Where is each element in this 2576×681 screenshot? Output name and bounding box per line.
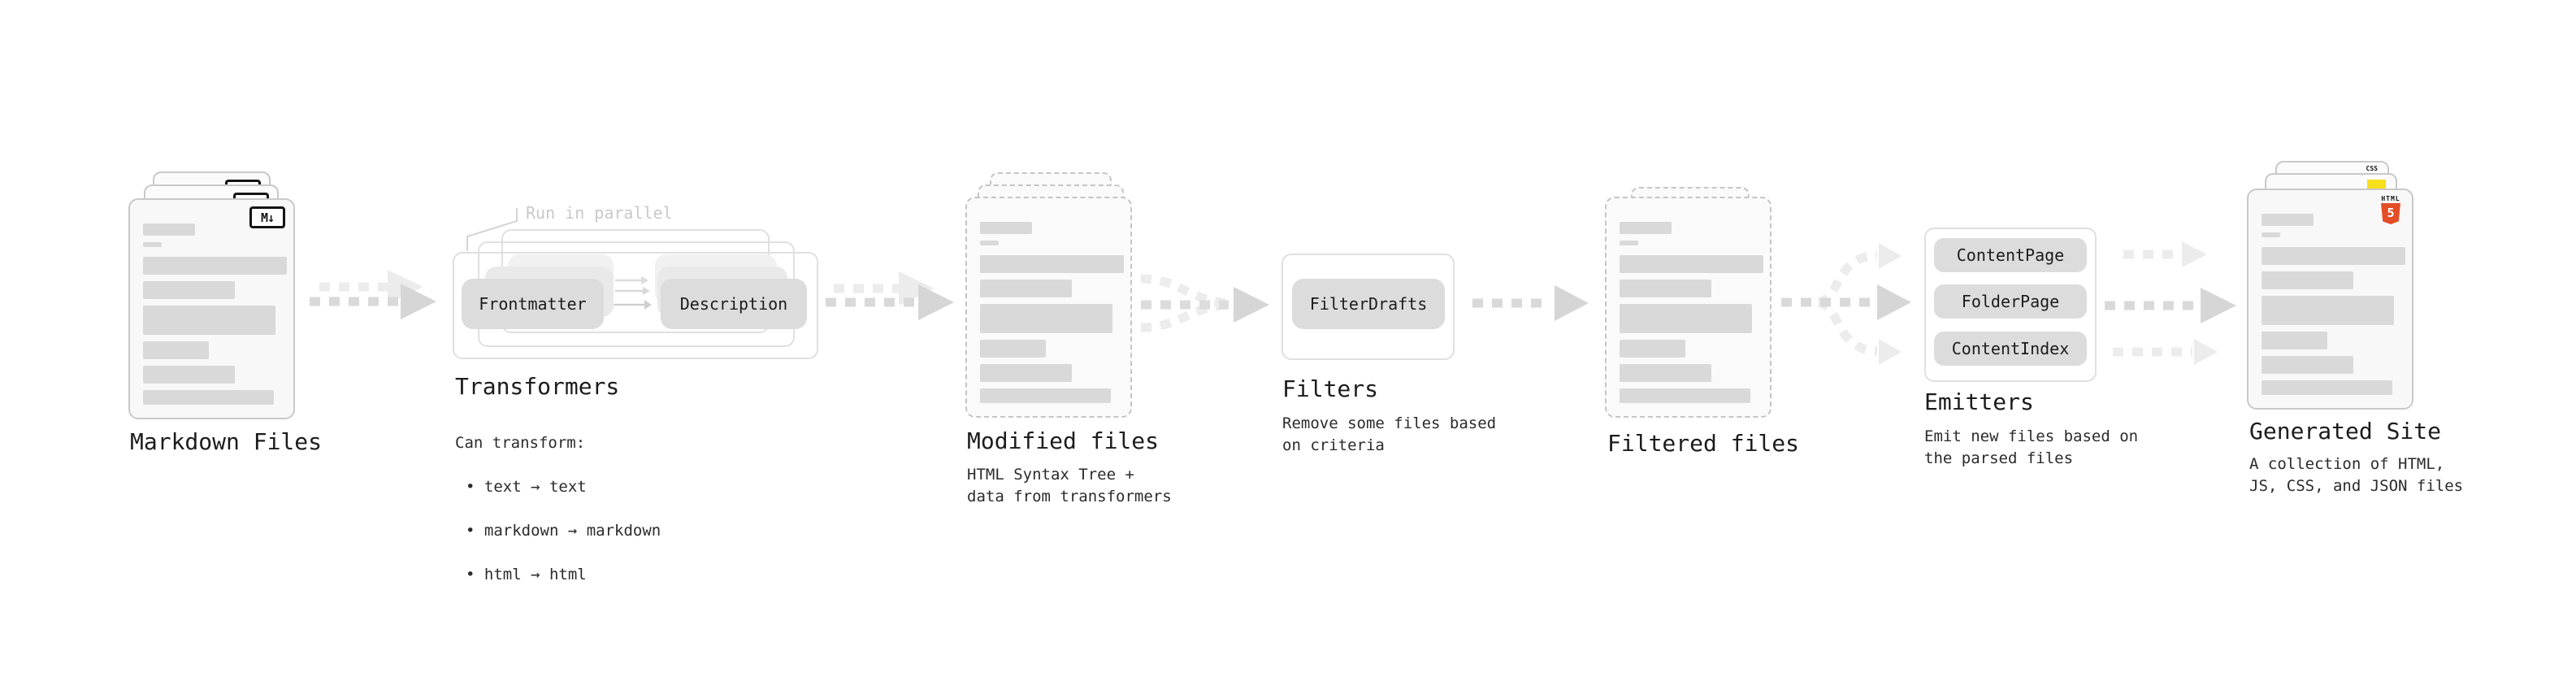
javascript-icon <box>2367 180 2386 189</box>
html5-icon: HTML 5 <box>2380 196 2401 224</box>
transform-bullet: • text → text <box>466 478 587 496</box>
text-line-placeholder <box>143 366 236 384</box>
arrow-filters-to-filtered <box>1472 285 1589 321</box>
filters-title: Filters <box>1282 375 1379 402</box>
arrow-transformers-to-modified-secondary <box>834 271 935 306</box>
can-transform-heading: Can transform: <box>455 434 586 452</box>
filters-box <box>1281 254 1455 360</box>
text-line-placeholder <box>143 257 287 275</box>
document-content-placeholder <box>2249 190 2412 395</box>
filtered-file-card <box>1605 197 1772 418</box>
filters-subtitle: Remove some files based on criteria <box>1282 414 1497 454</box>
text-line-placeholder <box>1620 222 1672 234</box>
text-line-placeholder <box>980 364 1073 382</box>
text-line-placeholder <box>1620 255 1763 273</box>
emitter-pill-content-index: ContentIndex <box>1934 332 2087 366</box>
arrow-modified-to-filters-merge <box>1140 274 1269 332</box>
document-content-placeholder <box>130 200 293 405</box>
text-line-placeholder <box>143 341 210 359</box>
markdown-file-card: M↓ <box>128 198 295 419</box>
arrow-markdown-to-transformers <box>310 284 436 319</box>
modified-file-card <box>965 197 1132 418</box>
text-line-placeholder <box>2262 232 2280 237</box>
arrow-filtered-to-emitters-fork <box>1781 243 1911 365</box>
arrow-emitters-to-site-bottom <box>2113 339 2218 365</box>
text-line-placeholder <box>980 255 1124 273</box>
text-line-placeholder <box>2262 271 2354 289</box>
text-line-placeholder <box>980 280 1073 297</box>
emitters-subtitle: Emit new files based on the parsed files <box>1924 427 2139 467</box>
arrow-transformers-to-modified <box>826 284 954 320</box>
transformer-internal-arrows <box>609 276 652 310</box>
generated-site-title: Generated Site <box>2249 418 2442 445</box>
text-line-placeholder <box>980 304 1112 333</box>
html5-icon-shield: 5 <box>2381 203 2400 224</box>
text-line-placeholder <box>980 222 1032 234</box>
emitter-pill-folder-page: FolderPage <box>1934 284 2087 319</box>
text-line-placeholder <box>2262 214 2314 226</box>
text-line-placeholder <box>1620 304 1752 333</box>
text-line-placeholder <box>2262 332 2328 349</box>
modified-files-subtitle: HTML Syntax Tree + data from transformer… <box>967 466 1172 505</box>
run-in-parallel-callout-line <box>466 208 518 251</box>
transform-bullet: • html → html <box>466 566 587 583</box>
text-line-placeholder <box>980 241 999 245</box>
document-content-placeholder <box>967 198 1130 403</box>
arrow-emitters-to-site <box>2105 288 2236 323</box>
text-line-placeholder <box>1620 280 1712 297</box>
emitters-box <box>1924 228 2097 382</box>
text-line-placeholder <box>2262 356 2354 374</box>
transformers-description: Can transform: • text → text • markdown … <box>455 410 661 608</box>
markdown-files-title: Markdown Files <box>130 428 323 455</box>
emitters-title: Emitters <box>1924 388 2034 415</box>
text-line-placeholder <box>143 223 195 236</box>
transform-bullet: • markdown → markdown <box>466 522 661 540</box>
html5-icon-word: HTML <box>2381 195 2400 202</box>
modified-files-title: Modified files <box>967 427 1160 454</box>
text-line-placeholder <box>980 388 1112 403</box>
text-line-placeholder <box>143 242 162 247</box>
text-line-placeholder <box>143 390 275 405</box>
arrow-emitters-to-site-top <box>2123 241 2207 267</box>
text-line-placeholder <box>980 340 1047 358</box>
text-line-placeholder <box>1620 340 1686 358</box>
text-line-placeholder <box>1620 388 1751 403</box>
text-line-placeholder <box>143 306 275 335</box>
filter-drafts-pill: FilterDrafts <box>1292 279 1445 329</box>
site-file-card: HTML 5 <box>2247 189 2413 410</box>
generated-site-subtitle: A collection of HTML, JS, CSS, and JSON … <box>2249 455 2464 495</box>
document-content-placeholder <box>1607 198 1770 403</box>
text-line-placeholder <box>1620 241 1638 245</box>
text-line-placeholder <box>2262 380 2393 395</box>
transformer-stack-frame-front <box>453 252 818 359</box>
text-line-placeholder <box>2262 247 2405 265</box>
text-line-placeholder <box>143 281 236 299</box>
frontmatter-pill: Frontmatter <box>462 279 604 329</box>
text-line-placeholder <box>2262 296 2394 325</box>
text-line-placeholder <box>1620 364 1712 382</box>
description-pill: Description <box>661 279 807 329</box>
filtered-files-title: Filtered files <box>1607 430 1800 457</box>
emitter-pill-content-page: ContentPage <box>1934 238 2087 272</box>
markdown-icon: M↓ <box>249 206 285 228</box>
run-in-parallel-note: Run in parallel <box>526 203 673 223</box>
transformers-title: Transformers <box>455 373 620 400</box>
